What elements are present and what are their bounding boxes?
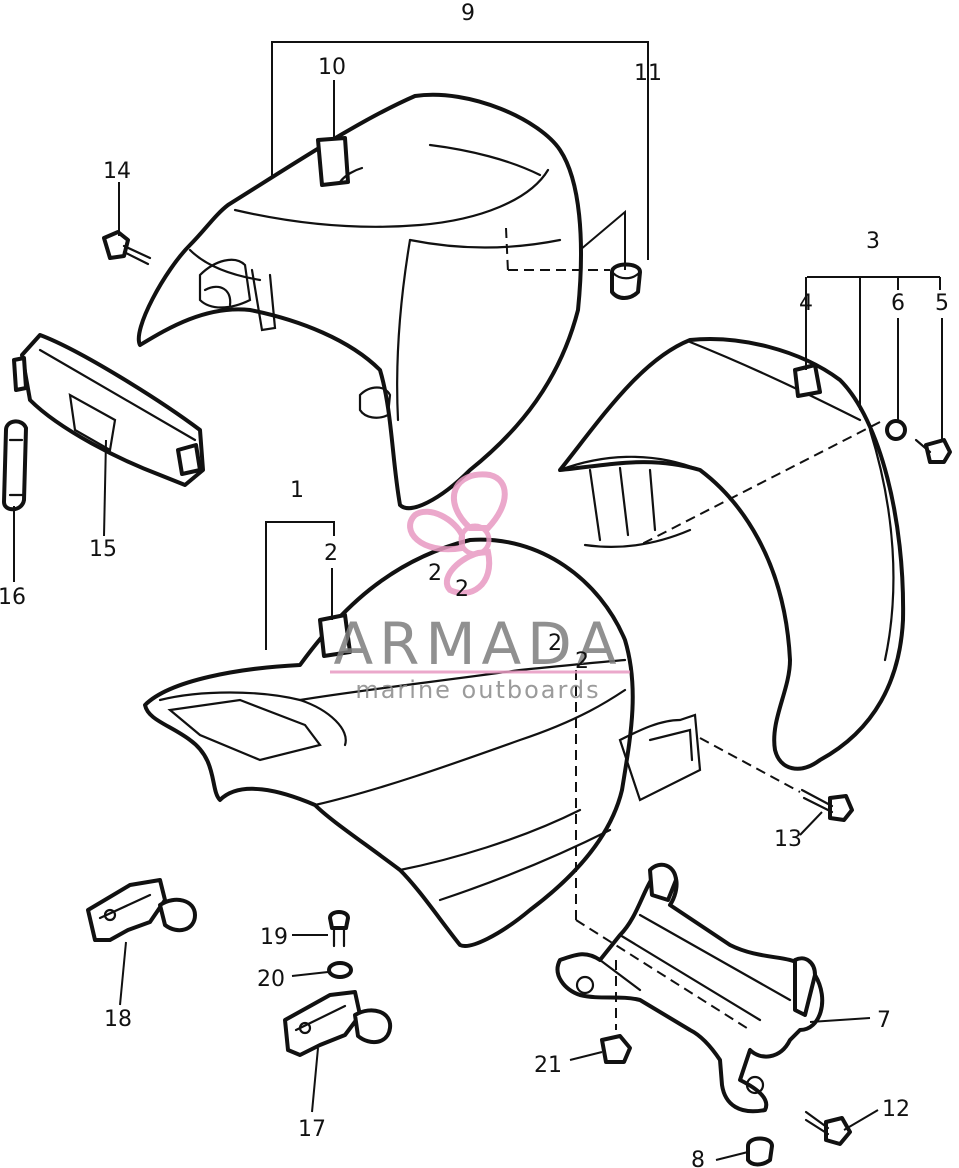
callout-5: 5 [935, 291, 949, 316]
seam-mark: 2 [575, 649, 589, 674]
callout-20: 20 [257, 967, 285, 992]
cap-part-8 [746, 1136, 774, 1167]
callout-17: 17 [298, 1117, 326, 1142]
callout-2: 2 [324, 541, 338, 566]
callout-12: 12 [882, 1097, 910, 1122]
lower-cover-part-1 [143, 537, 702, 948]
assembly-lines [505, 227, 881, 1031]
bracket-frame-part-7 [555, 862, 825, 1114]
callout-18: 18 [104, 1007, 132, 1032]
callout-19: 19 [260, 925, 288, 950]
callout-15: 15 [89, 537, 117, 562]
callout-8: 8 [691, 1148, 705, 1168]
callout-16: 16 [0, 585, 26, 610]
rear-cover-part-3 [558, 337, 906, 771]
screw-part-5 [914, 438, 952, 464]
propeller-logo-icon [407, 471, 508, 597]
bolt-part-12 [804, 1110, 852, 1146]
callout-14: 14 [103, 159, 131, 184]
callout-11: 11 [634, 61, 662, 86]
callout-3: 3 [866, 229, 880, 254]
strap-part-16 [2, 419, 28, 512]
washer-part-20 [327, 961, 353, 979]
callout-13: 13 [774, 827, 802, 852]
watermark-tagline: marine outboards [355, 676, 600, 704]
callout-10: 10 [318, 55, 346, 80]
seam-mark: 2 [548, 631, 562, 656]
callout-1: 1 [290, 478, 304, 503]
watermark-brand: ARMADA [333, 610, 622, 678]
bolt-part-19 [328, 910, 350, 948]
grommet-part-11 [610, 262, 642, 300]
callout-9: 9 [461, 1, 475, 26]
mount-part-17 [283, 990, 393, 1057]
cap-part-21 [600, 1034, 632, 1064]
seam-marks: 2 2 2 2 [428, 561, 589, 674]
seam-mark: 2 [455, 577, 469, 602]
bolt-part-14 [102, 230, 152, 266]
bracket-plate-part-15 [12, 333, 205, 487]
bolt-part-13 [800, 788, 854, 822]
callout-6: 6 [891, 291, 905, 316]
seam-mark: 2 [428, 561, 442, 586]
mount-part-18 [86, 878, 197, 942]
upper-cover-part-9 [136, 92, 583, 511]
washer-part-6 [885, 419, 907, 441]
callout-7: 7 [877, 1008, 891, 1033]
armada-watermark: ARMADA marine outboards [330, 471, 630, 704]
leader-lines [13, 41, 943, 1161]
callout-4: 4 [799, 291, 813, 316]
callout-21: 21 [534, 1053, 562, 1078]
